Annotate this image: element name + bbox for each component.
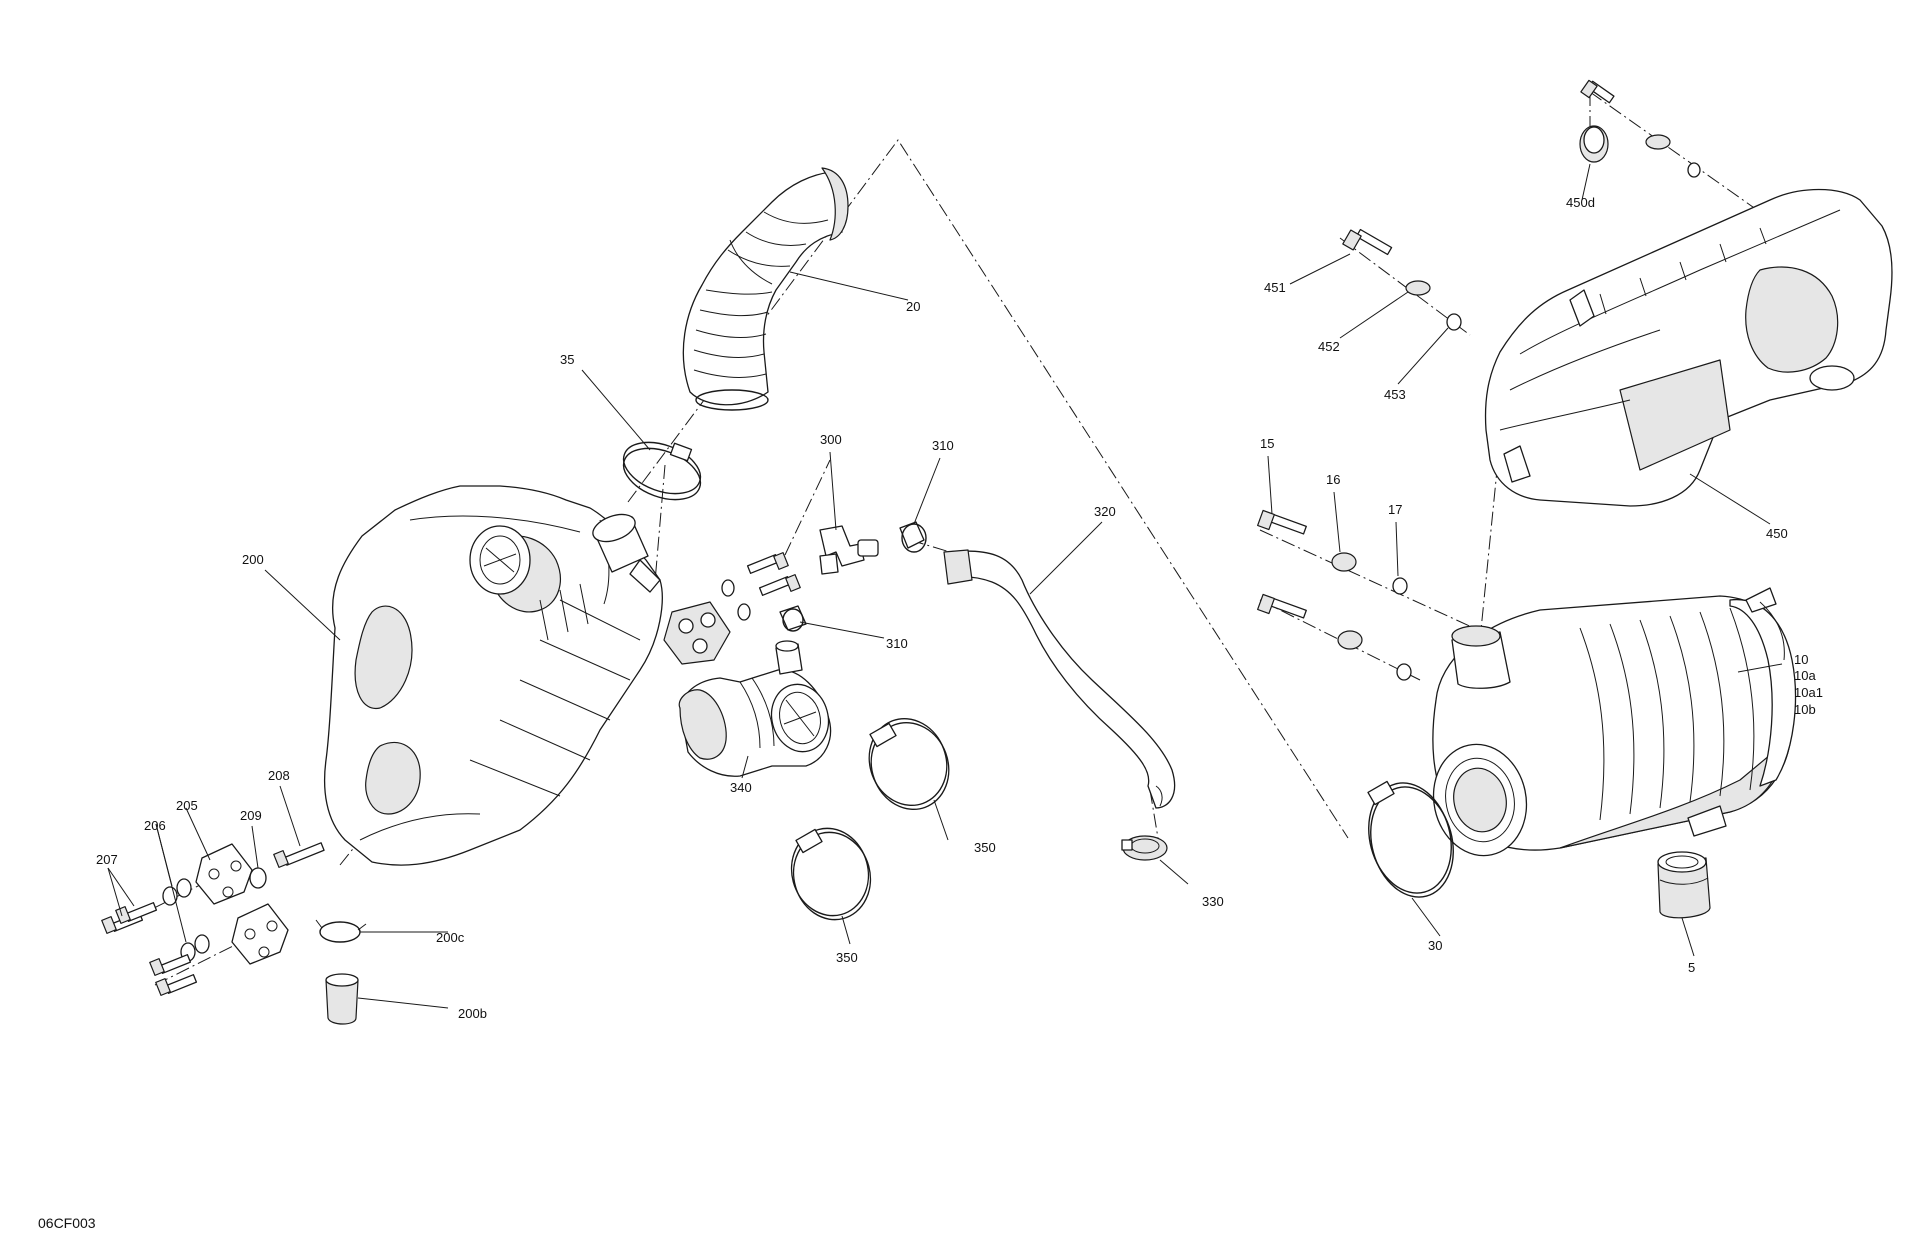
washers-206 <box>162 878 210 962</box>
callout-15: 15 <box>1260 436 1274 451</box>
intake-duct-20 <box>682 167 849 411</box>
bolt-208 <box>273 842 325 868</box>
spacer-209 <box>249 867 267 889</box>
leader-lines <box>107 163 1783 1009</box>
callout-5: 5 <box>1688 960 1695 975</box>
callout-16: 16 <box>1326 472 1340 487</box>
callout-20: 20 <box>906 299 920 314</box>
callout-206: 206 <box>144 818 166 833</box>
callout-340: 340 <box>730 780 752 795</box>
air-filter-housing-10 <box>1432 587 1797 857</box>
screws-310-bracket <box>721 552 801 621</box>
elbow-fitting-300 <box>819 525 879 575</box>
callout-10a: 10a <box>1794 668 1816 683</box>
clip-200c <box>315 919 367 943</box>
callout-10b: 10b <box>1794 702 1816 717</box>
callout-320: 320 <box>1094 504 1116 519</box>
clamp-330 <box>1121 835 1168 861</box>
callout-208: 208 <box>268 768 290 783</box>
coupling-5 <box>1657 851 1711 919</box>
mount-bracket-205 <box>195 843 289 965</box>
callout-310-lower: 310 <box>886 636 908 651</box>
clamp-30 <box>1367 780 1454 898</box>
grommet-200b <box>325 973 359 1025</box>
callout-330: 330 <box>1202 894 1224 909</box>
callout-207: 207 <box>96 852 118 867</box>
callout-300: 300 <box>820 432 842 447</box>
adapter-340 <box>678 640 832 777</box>
callout-labels: 20 35 200 300 310 310 320 330 340 350 35… <box>96 195 1823 1021</box>
callout-350-right: 350 <box>974 840 996 855</box>
callout-350-lower: 350 <box>836 950 858 965</box>
nuts-17 <box>1392 577 1412 681</box>
breather-hose-320 <box>943 549 1176 809</box>
callout-451: 451 <box>1264 280 1286 295</box>
nut-453 <box>1446 313 1462 331</box>
clamp-350-lower <box>790 827 872 921</box>
callout-200b: 200b <box>458 1006 487 1021</box>
screw-450d-group <box>1579 79 1701 178</box>
callout-450d: 450d <box>1566 195 1595 210</box>
alignment-lines <box>109 91 1761 986</box>
air-silencer-200 <box>323 485 663 866</box>
hose-clamp-310-upper <box>899 521 927 553</box>
washers-16 <box>1331 552 1363 650</box>
callout-310-upper: 310 <box>932 438 954 453</box>
figure-code: 06CF003 <box>38 1215 96 1231</box>
bracket-plate <box>663 601 731 665</box>
callout-453: 453 <box>1384 387 1406 402</box>
washer-452 <box>1405 280 1431 296</box>
callout-30: 30 <box>1428 938 1442 953</box>
hose-clamp-310-lower <box>779 605 807 632</box>
callout-10: 10 <box>1794 652 1808 667</box>
callout-209: 209 <box>240 808 262 823</box>
callout-200: 200 <box>242 552 264 567</box>
callout-450: 450 <box>1766 526 1788 541</box>
callout-35: 35 <box>560 352 574 367</box>
clamp-350-right <box>868 717 950 811</box>
bolts-15 <box>1257 509 1307 619</box>
bolt-451 <box>1342 228 1393 256</box>
callout-205: 205 <box>176 798 198 813</box>
callout-452: 452 <box>1318 339 1340 354</box>
callout-200c: 200c <box>436 930 465 945</box>
clamp-35 <box>622 441 702 501</box>
callout-17: 17 <box>1388 502 1402 517</box>
screws-207 <box>101 902 198 996</box>
airbox-cover-450 <box>1484 188 1893 507</box>
callout-10a1: 10a1 <box>1794 685 1823 700</box>
